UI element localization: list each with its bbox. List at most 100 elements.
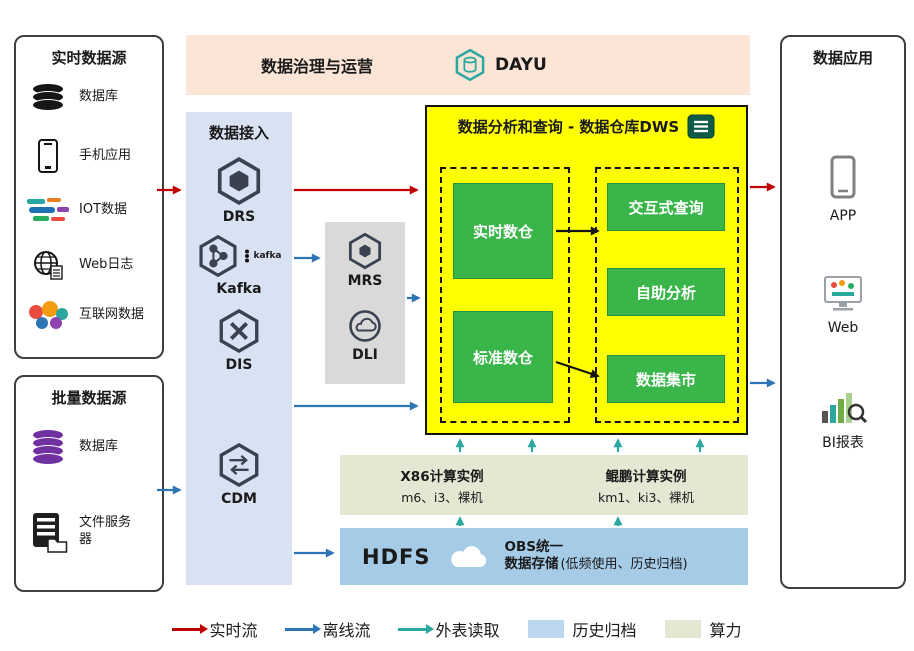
ingest-item-label: DRS: [222, 209, 256, 225]
module-self-service-analysis: 自助分析: [607, 268, 725, 316]
database-icon: [32, 83, 64, 111]
warehouse-group: 实时数仓 标准数仓: [440, 167, 570, 423]
kafka-logo-badge: kafka: [243, 249, 282, 263]
kafka-hexagon-icon: [199, 234, 238, 278]
app-item-app: APP: [782, 155, 904, 224]
applications-panel: 数据应用 APP Web BI报表: [780, 35, 906, 589]
internet-data-cluster-icon: [29, 301, 68, 329]
governance-banner: 数据治理与运营 DAYU: [186, 35, 750, 95]
legend-item-offline-flow: 离线流: [285, 617, 370, 641]
app-item-web: Web: [782, 275, 904, 336]
processing-item-label: DLI: [352, 347, 378, 363]
compute-x86-spec: m6、i3、裸机: [401, 489, 483, 505]
compute-kunpeng-title: 鲲鹏计算实例: [605, 468, 687, 485]
cdm-hexagon-icon: [219, 442, 259, 488]
legend-label: 实时流: [209, 621, 258, 640]
app-item-label: Web: [827, 320, 859, 336]
realtime-sources-panel: 实时数据源 数据库 手机应用 IOT数据: [14, 35, 164, 359]
ingest-item-label: CDM: [221, 491, 257, 507]
source-item-label: 文件服务器: [79, 515, 132, 547]
governance-title: 数据治理与运营: [261, 57, 374, 76]
dws-title-row: 数据分析和查询 - 数据仓库DWS: [427, 114, 746, 139]
services-group: 交互式查询 自助分析 数据集市: [595, 167, 739, 423]
obs-usage-note: (低频使用、历史归档): [560, 557, 688, 573]
compute-kunpeng: 鲲鹏计算实例 km1、ki3、裸机: [544, 455, 748, 515]
source-item-label: 手机应用: [79, 147, 132, 163]
data-ingest-title: 数据接入: [208, 124, 269, 142]
source-item-web-log: Web日志: [24, 249, 158, 281]
module-interactive-query: 交互式查询: [607, 183, 725, 231]
iot-wordcloud-icon: [27, 198, 69, 221]
legend-label: 算力: [709, 621, 742, 640]
dws-analytics-box: 数据分析和查询 - 数据仓库DWS 实时数仓 标准数仓 交互式查询 自助分析 数…: [425, 105, 748, 435]
batch-sources-title: 批量数据源: [51, 389, 127, 407]
app-item-label: BI报表: [822, 435, 864, 451]
source-item-iot: IOT数据: [24, 195, 158, 225]
module-standard-warehouse: 标准数仓: [453, 311, 553, 403]
hdfs-label: HDFS: [362, 544, 431, 569]
processing-item-mrs: MRS: [325, 232, 405, 289]
source-item-label: 数据库: [79, 438, 119, 454]
dws-title: 数据分析和查询 - 数据仓库DWS: [457, 118, 680, 136]
source-item-label: 数据库: [79, 88, 119, 104]
ingest-item-dis: DIS: [186, 308, 292, 373]
compute-kunpeng-spec: km1、ki3、裸机: [597, 489, 695, 505]
app-item-bi-report: BI报表: [782, 389, 904, 452]
mobile-phone-icon: [38, 139, 58, 173]
storage-box: HDFS OBS统一 数据存储 (低频使用、历史归档): [340, 528, 748, 585]
database-icon: [32, 429, 64, 465]
module-realtime-warehouse: 实时数仓: [453, 183, 553, 279]
source-item-label: IOT数据: [79, 201, 128, 217]
legend-label: 历史归档: [572, 621, 637, 640]
legend-label: 离线流: [322, 621, 371, 640]
source-item-file-server: 文件服务器: [24, 511, 158, 553]
kafka-logo-glyph: [245, 249, 250, 263]
dis-hexagon-icon: [219, 308, 259, 354]
globe-document-icon: [34, 251, 63, 280]
legend: 实时流 离线流 外表读取 历史归档 算力: [0, 617, 914, 641]
legend-item-realtime-flow: 实时流: [172, 617, 257, 641]
legend-item-external-read: 外表读取: [398, 617, 500, 641]
dli-cloud-icon: [349, 310, 381, 342]
offline-flow-arrow-icon: [285, 627, 314, 631]
legend-label: 外表读取: [435, 621, 500, 640]
source-item-internet-data: 互联网数据: [24, 299, 158, 331]
processing-item-label: MRS: [347, 273, 383, 289]
source-item-batch-database: 数据库: [24, 429, 158, 465]
history-archive-swatch: [527, 620, 564, 638]
obs-text-block: OBS统一 数据存储 (低频使用、历史归档): [504, 539, 687, 574]
source-item-database: 数据库: [24, 83, 158, 111]
compute-x86: X86计算实例 m6、i3、裸机: [340, 455, 544, 515]
source-item-label: 互联网数据: [79, 306, 145, 322]
batch-sources-panel: 批量数据源 数据库 文件服务器: [14, 375, 164, 592]
ingest-item-kafka: kafka Kafka: [186, 234, 292, 297]
ingest-item-label: DIS: [225, 357, 253, 373]
kafka-logo-text: kafka: [253, 251, 282, 261]
ingest-item-label: Kafka: [216, 281, 262, 297]
module-data-mart: 数据集市: [607, 355, 725, 403]
data-ingest-column: 数据接入 DRS: [186, 112, 292, 585]
realtime-flow-arrow-icon: [172, 627, 201, 631]
drs-hexagon-icon: [217, 157, 261, 205]
source-item-label: Web日志: [79, 256, 134, 272]
obs-title-line2: 数据存储: [504, 556, 559, 573]
realtime-sources-title: 实时数据源: [51, 49, 127, 67]
file-server-icon: [33, 513, 68, 553]
web-monitor-icon: [824, 276, 862, 311]
obs-title-line1: OBS统一: [504, 538, 563, 555]
compute-power-swatch: [664, 620, 701, 638]
ingest-item-drs: DRS: [186, 156, 292, 225]
processing-item-dli: DLI: [325, 308, 405, 363]
app-phone-icon: [830, 155, 856, 199]
processing-box: MRS DLI: [325, 222, 405, 384]
obs-cloud-icon: [451, 545, 487, 567]
applications-title: 数据应用: [812, 49, 873, 67]
dayu-logo-icon: [455, 48, 485, 82]
dayu-brand: DAYU: [453, 48, 547, 82]
legend-item-history-archive: 历史归档: [527, 617, 637, 641]
mrs-hexagon-icon: [348, 232, 382, 270]
source-item-mobile-app: 手机应用: [24, 139, 158, 173]
external-read-arrow-icon: [398, 627, 427, 631]
compute-instances-box: X86计算实例 m6、i3、裸机 鲲鹏计算实例 km1、ki3、裸机: [340, 455, 748, 515]
